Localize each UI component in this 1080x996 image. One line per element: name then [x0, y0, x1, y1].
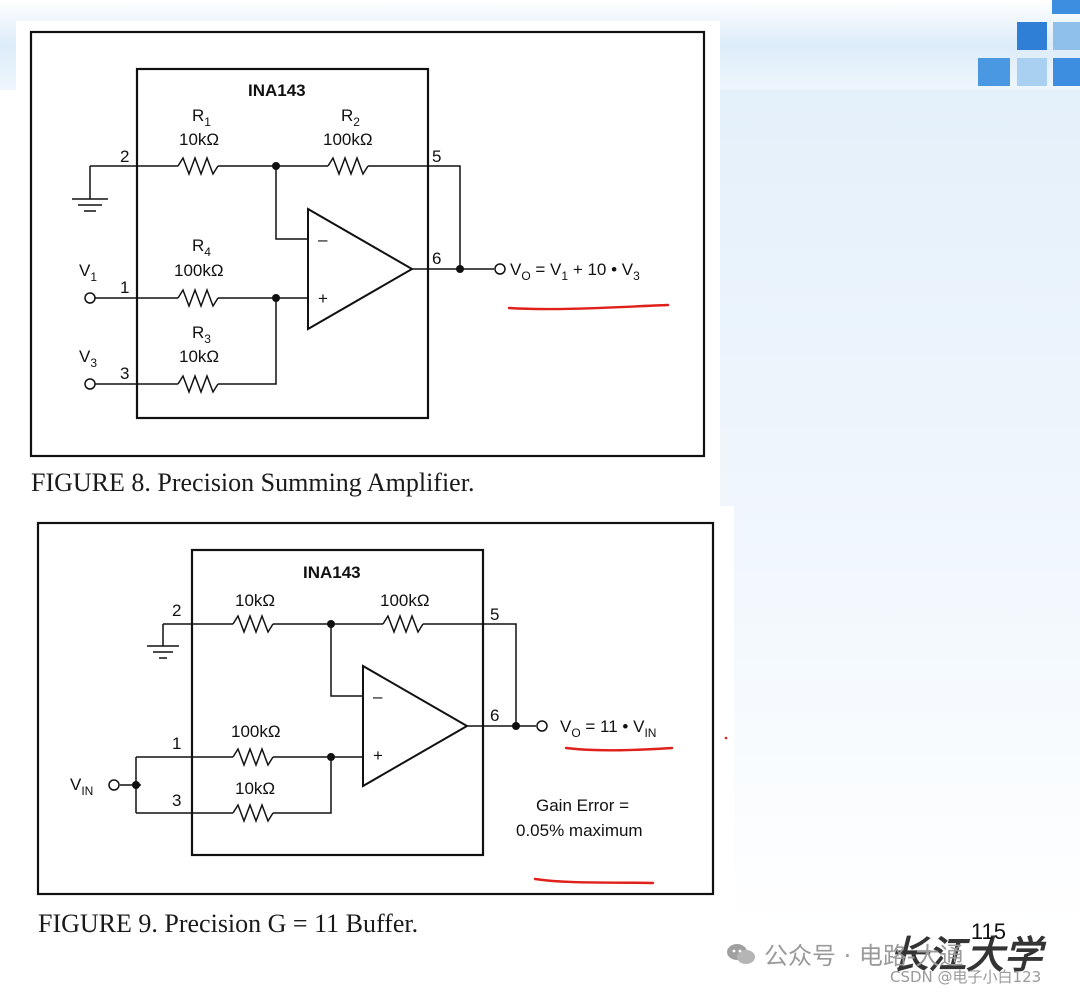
- r-100k-bottom-value: 100kΩ: [231, 722, 281, 741]
- v3-label: V3: [79, 347, 97, 370]
- red-dot-mark: [724, 736, 728, 740]
- pin-6-label-fig8: 6: [432, 249, 441, 268]
- pin-6-label-fig9: 6: [490, 706, 499, 725]
- r4-label: R4: [192, 236, 211, 259]
- resistor-r3: [177, 373, 219, 395]
- university-logo: 长江大学: [890, 934, 1047, 977]
- resistor-10k-bottom: [232, 802, 274, 824]
- resistor-100k-bottom: [232, 746, 274, 768]
- chip-label-fig8: INA143: [248, 81, 306, 100]
- pin-2-label-fig8: 2: [120, 147, 129, 166]
- vo-equation-fig9: VO = 11 • VIN: [560, 717, 656, 740]
- pin-1-label-fig9: 1: [172, 734, 181, 753]
- ground-symbol-fig9: [147, 645, 179, 659]
- v1-terminal: [84, 292, 96, 304]
- r4-value: 100kΩ: [174, 261, 224, 280]
- r2-label: R2: [341, 106, 360, 129]
- chip-label-fig9: INA143: [303, 563, 361, 582]
- figure-9-panel: INA143 10kΩ 100kΩ 100kΩ 10kΩ 2 5 6 1 3 –…: [20, 506, 734, 944]
- gain-error-line-2: 0.05% maximum: [516, 821, 643, 840]
- pin-3-label-fig9: 3: [172, 791, 181, 810]
- corner-squares-decoration: [978, 0, 1080, 86]
- vo-terminal-fig9: [536, 720, 548, 732]
- resistor-r2: [327, 155, 369, 177]
- pin-5-label-fig9: 5: [490, 605, 499, 624]
- opamp-minus-fig8: –: [318, 230, 328, 249]
- r-100k-top-value: 100kΩ: [380, 591, 430, 610]
- r1-label: R1: [192, 106, 211, 129]
- r3-label: R3: [192, 323, 211, 346]
- r-10k-bottom-value: 10kΩ: [235, 779, 275, 798]
- r-10k-top-value: 10kΩ: [235, 591, 275, 610]
- v1-label: V1: [79, 261, 97, 284]
- csdn-watermark: CSDN @电子小白123: [890, 968, 1042, 986]
- ina143-chip-outline: [135, 67, 430, 420]
- opamp-fig8: [307, 207, 415, 331]
- pin-3-label-fig8: 3: [120, 364, 129, 383]
- figure-9-schematic: INA143 10kΩ 100kΩ 100kΩ 10kΩ 2 5 6 1 3 –…: [36, 521, 728, 896]
- pin-1-label-fig8: 1: [120, 278, 129, 297]
- pin-2-label-fig9: 2: [172, 601, 181, 620]
- opamp-fig9: [362, 664, 470, 788]
- gain-error-line-1: Gain Error =: [536, 796, 629, 815]
- vo-equation-fig8: VO = V1 + 10 • V3: [510, 260, 640, 283]
- opamp-plus-fig9: +: [373, 746, 383, 765]
- red-underline-gain-fig9: [533, 877, 655, 885]
- r2-value: 100kΩ: [323, 130, 373, 149]
- figure-8-schematic: INA143 R1 10kΩ R2 100kΩ R4 100kΩ R3 10kΩ…: [29, 30, 706, 458]
- watermark-text: 公众号 · 电路-大通: [764, 942, 964, 970]
- figure-9-frame: [36, 521, 715, 896]
- svg-text:长江大学: 长江大学: [890, 934, 1047, 977]
- r3-value: 10kΩ: [179, 347, 219, 366]
- wechat-icon: [727, 943, 755, 964]
- vo-terminal-fig8: [494, 263, 506, 275]
- r1-value: 10kΩ: [179, 130, 219, 149]
- resistor-10k-top: [232, 613, 274, 635]
- pin-5-label-fig8: 5: [432, 147, 441, 166]
- figure-8-frame: [29, 30, 706, 458]
- red-underline-fig8: [507, 303, 670, 311]
- resistor-r1: [177, 155, 219, 177]
- vin-label: VIN: [70, 775, 93, 798]
- watermark: 公众号 · 电路-大通: [726, 936, 964, 971]
- vin-terminal: [108, 779, 120, 791]
- red-underline-vo-fig9: [564, 746, 674, 752]
- figure-8-panel: INA143 R1 10kΩ R2 100kΩ R4 100kΩ R3 10kΩ…: [16, 21, 720, 504]
- figure-8-caption: FIGURE 8. Precision Summing Amplifier.: [31, 468, 475, 497]
- v3-terminal: [84, 378, 96, 390]
- resistor-r4: [177, 287, 219, 309]
- opamp-minus-fig9: –: [373, 687, 383, 706]
- resistor-100k-top: [382, 613, 424, 635]
- opamp-plus-fig8: +: [318, 289, 328, 308]
- ground-symbol-fig8: [72, 198, 108, 212]
- ina143-chip-outline-fig9: [190, 548, 485, 857]
- page-number: 115: [970, 919, 1006, 944]
- figure-9-caption: FIGURE 9. Precision G = 11 Buffer.: [38, 909, 419, 938]
